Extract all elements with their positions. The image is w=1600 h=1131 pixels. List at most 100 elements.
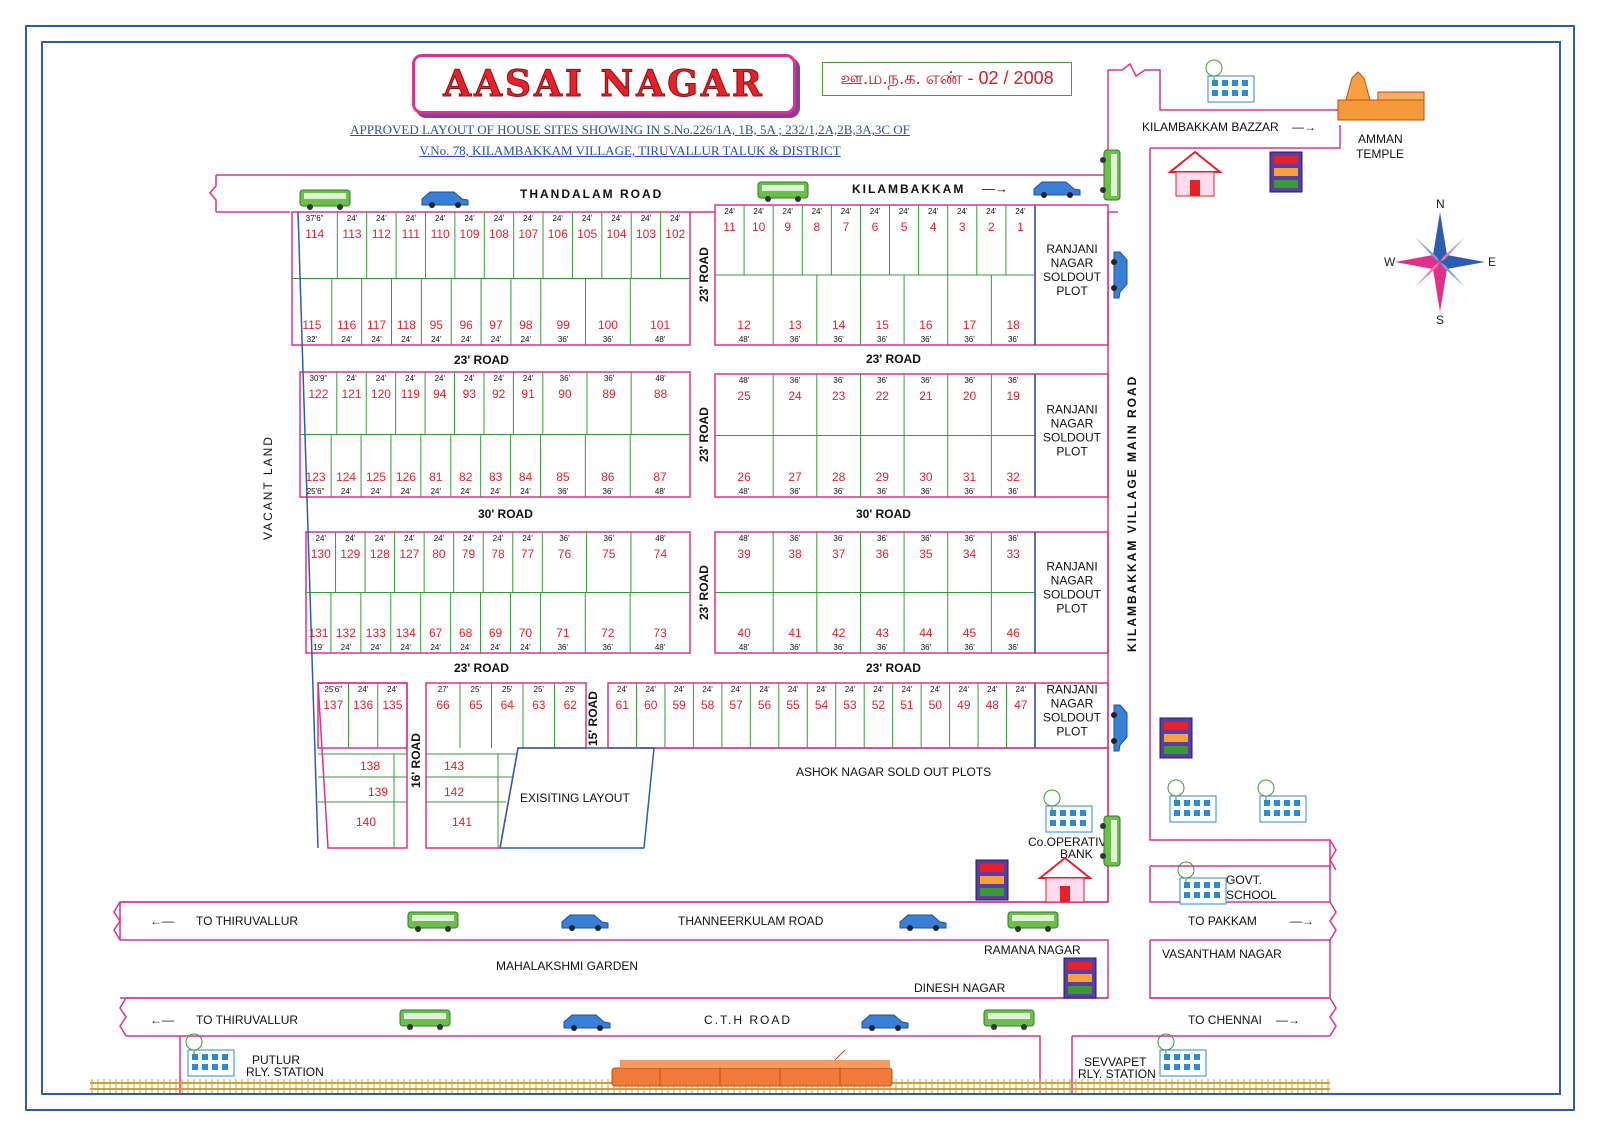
plot-dimension: 24' [435, 214, 446, 223]
plot-dimension: 24' [724, 207, 735, 216]
bus-icon [299, 189, 351, 210]
plot-number: 22 [876, 389, 890, 403]
plot-dimension: 36' [964, 376, 975, 385]
apartment-icon [1063, 957, 1097, 999]
bus-icon [983, 1009, 1035, 1030]
plot-dimension: 24' [816, 685, 827, 694]
car-icon [1111, 251, 1128, 299]
plot-dimension: 24' [1016, 685, 1027, 694]
plot-dimension: 48' [655, 534, 666, 543]
plot-dimension: 24' [376, 214, 387, 223]
plot-number: 61 [616, 698, 630, 712]
thanneerkulam-road-lines [120, 865, 1331, 999]
road-23-row3-left: 23' ROAD [454, 661, 509, 675]
ranjani-block-outline [1035, 531, 1109, 654]
plot-number: 9 [784, 220, 791, 234]
plot-number: 46 [1007, 626, 1021, 640]
plot-dimension: 24' [460, 643, 471, 652]
plot-dimension: 36' [558, 643, 569, 652]
plot-number: 4 [930, 220, 937, 234]
plot-number: 8 [813, 220, 820, 234]
title-banner: AASAI NAGAR [412, 54, 796, 114]
road-30-row2-left: 30' ROAD [478, 507, 533, 521]
plot-number: 70 [519, 626, 533, 640]
plot-number: 62 [564, 698, 578, 712]
plot-number: 129 [340, 547, 360, 561]
plot-dimension: 24' [401, 487, 412, 496]
apartment-icon [1269, 151, 1303, 193]
plot-dimension: 24' [347, 214, 358, 223]
plot-dimension: 24' [431, 487, 442, 496]
plot-number: 107 [518, 227, 538, 241]
plot-dimension: 24' [316, 534, 327, 543]
plot-dimension: 36' [964, 335, 975, 344]
ranjani-label: RANJANI [1046, 560, 1097, 574]
plot-number: 48 [986, 698, 1000, 712]
plot-number: 142 [444, 785, 464, 799]
arrow-right-pakkam: —→ [1290, 914, 1314, 928]
plot-number: 39 [737, 547, 751, 561]
plot-dimension: 24' [371, 643, 382, 652]
plot-number: 114 [305, 227, 324, 241]
plot-number: 49 [957, 698, 971, 712]
lower-left-dividers [318, 753, 516, 848]
plot-dimension: 24' [928, 207, 939, 216]
plot-number: 122 [308, 387, 328, 401]
ranjani-block-outline [1035, 373, 1109, 498]
sevvapet-label-1: SEVVAPET [1084, 1055, 1147, 1069]
plot-number: 24 [788, 389, 802, 403]
plot-dimension: 24' [401, 335, 412, 344]
plot-number: 53 [843, 698, 857, 712]
inner-border [41, 41, 1561, 1095]
plot-dimension: 25'6" [307, 487, 325, 496]
compass-e: E [1488, 255, 1496, 269]
bus-icon [757, 181, 809, 202]
plot-dimension: 24' [371, 335, 382, 344]
plot-number: 143 [444, 759, 464, 773]
plot-number: 35 [919, 547, 933, 561]
existing-layout-label: EXISITING LAYOUT [520, 791, 630, 805]
plot-dimension: 24' [404, 534, 415, 543]
plot-dimension: 36' [790, 487, 801, 496]
plot-dimension: 24' [523, 374, 534, 383]
plot-number: 108 [489, 227, 509, 241]
plot-dimension: 24' [342, 335, 353, 344]
plot-dimension: 36' [921, 643, 932, 652]
plot-dimension: 36' [833, 643, 844, 652]
plot-dimension: 24' [812, 207, 823, 216]
plot-number: 44 [919, 626, 933, 640]
plot-dimension: 24' [376, 374, 387, 383]
plot-dimension: 24' [553, 214, 564, 223]
road-23-vertical-3: 23' ROAD [697, 565, 711, 620]
plot-dimension: 24' [341, 487, 352, 496]
plot-dimension: 48' [655, 487, 666, 496]
plot-number: 67 [429, 626, 443, 640]
bus-icon [399, 1009, 451, 1030]
house-icon [1037, 856, 1093, 903]
plot-number: 103 [636, 227, 656, 241]
plot-dimension: 24' [957, 207, 968, 216]
plot-number: 74 [654, 547, 668, 561]
compass-w: W [1384, 255, 1396, 269]
plot-dimension: 36' [877, 643, 888, 652]
plot-dimension: 24' [845, 685, 856, 694]
plot-number: 26 [737, 470, 751, 484]
plot-dimension: 30'9" [310, 374, 328, 383]
car-icon [561, 914, 609, 931]
plot-dimension: 24' [611, 214, 622, 223]
plot-dimension: 36' [921, 335, 932, 344]
plot-dimension: 24' [870, 207, 881, 216]
plot-number: 100 [598, 318, 618, 332]
plot-dimension: 36' [921, 534, 932, 543]
outer-border [25, 25, 1575, 1111]
plot-number: 131 [308, 626, 328, 640]
ranjani-label: SOLDOUT [1043, 588, 1102, 602]
plot-number: 113 [342, 227, 361, 241]
plot-number: 96 [459, 318, 473, 332]
plot-dimension: 36' [921, 376, 932, 385]
plot-number: 19 [1007, 389, 1021, 403]
plot-dimension: 24' [435, 374, 446, 383]
plot-number: 102 [665, 227, 685, 241]
plot-number: 126 [396, 470, 416, 484]
